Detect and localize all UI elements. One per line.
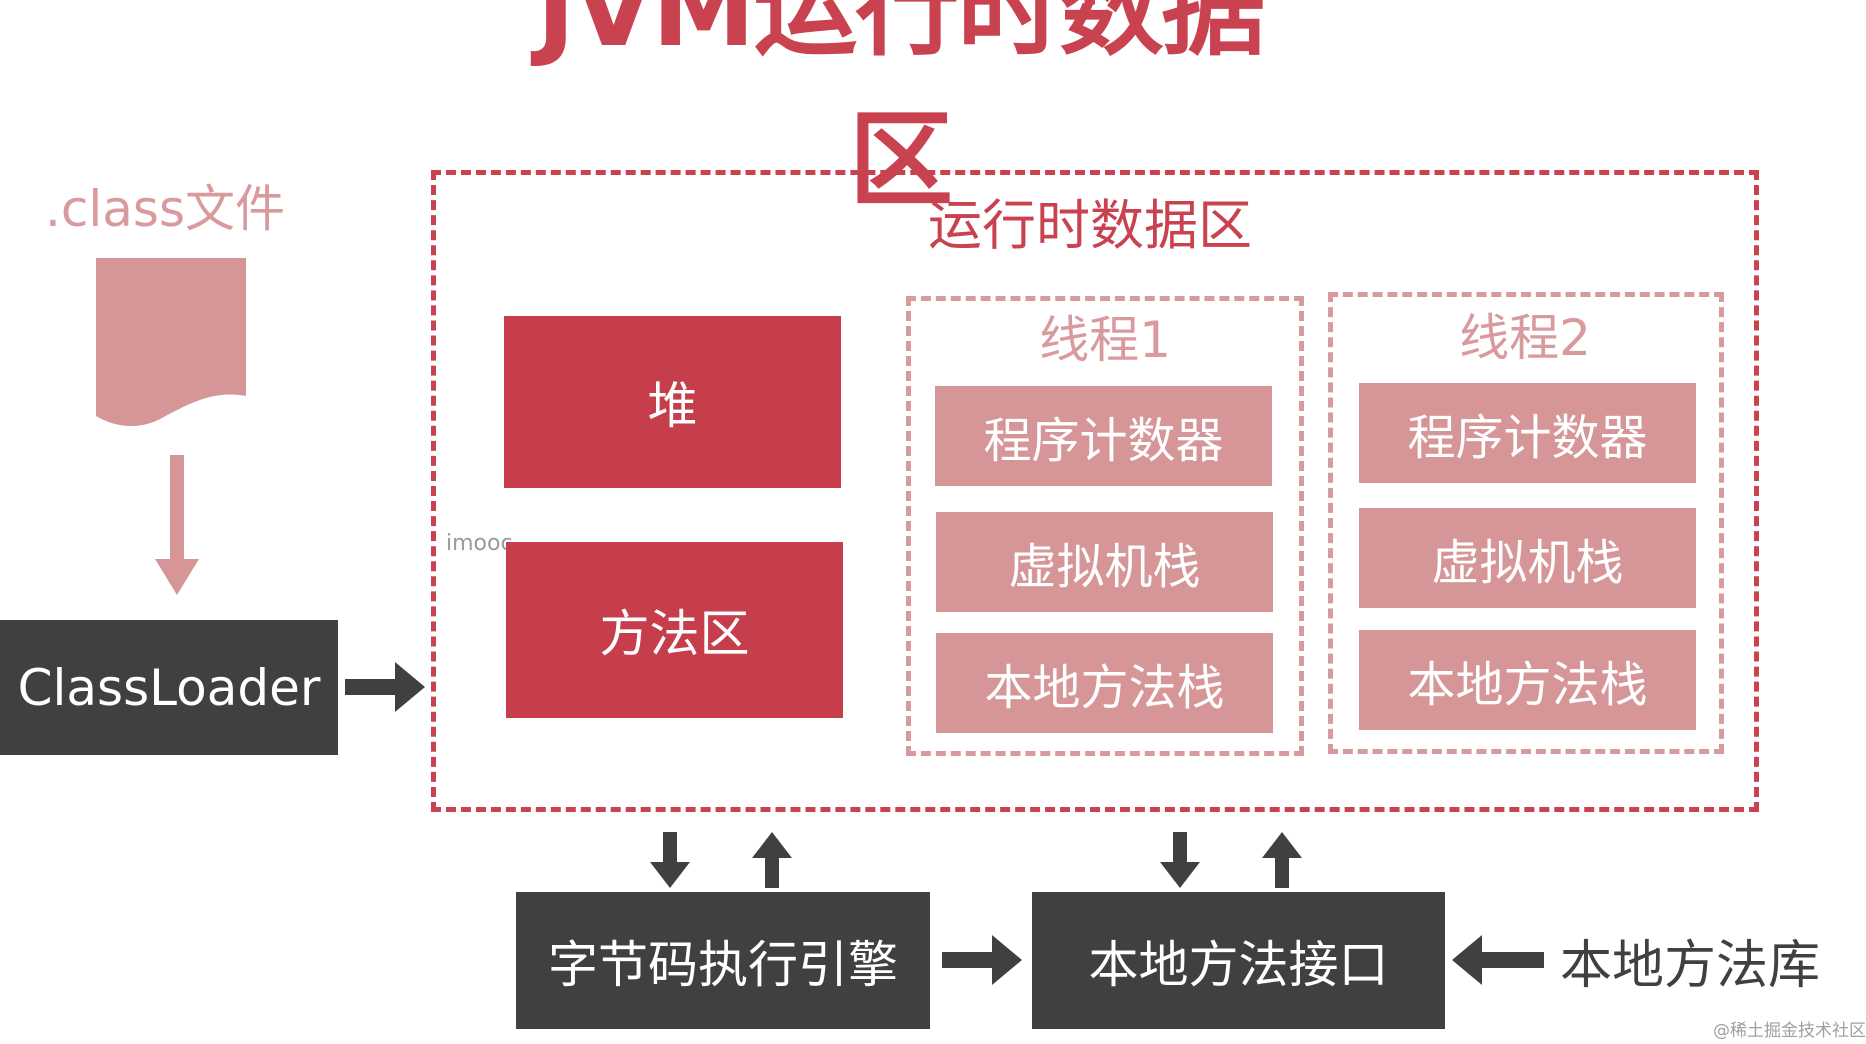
thread-1-vm-stack: 虚拟机栈 bbox=[936, 512, 1273, 612]
right-arrow-icon bbox=[345, 662, 425, 712]
execution-engine-box: 字节码执行引擎 bbox=[516, 892, 930, 1029]
thread-2-area bbox=[1328, 292, 1724, 754]
diagram-title: JVM运行时数据区 bbox=[536, 0, 1266, 221]
imooc-watermark: imooc bbox=[446, 530, 513, 556]
thread-2-native-method-stack: 本地方法栈 bbox=[1359, 630, 1696, 730]
native-interface-box: 本地方法接口 bbox=[1032, 892, 1445, 1029]
down-arrow-icon bbox=[650, 832, 690, 888]
thread-1-native-method-stack: 本地方法栈 bbox=[936, 633, 1273, 733]
method-area-box: 方法区 bbox=[506, 542, 843, 718]
up-arrow-icon bbox=[752, 832, 792, 888]
class-file-label: .class文件 bbox=[45, 180, 286, 238]
left-arrow-icon bbox=[1452, 935, 1544, 985]
runtime-data-area bbox=[431, 170, 1759, 812]
up-arrow-icon bbox=[1262, 832, 1302, 888]
down-arrow-icon bbox=[1160, 832, 1200, 888]
right-arrow-icon bbox=[942, 935, 1022, 985]
class-file-document-icon bbox=[96, 258, 246, 427]
thread-1-program-counter: 程序计数器 bbox=[935, 386, 1272, 486]
heap-box: 堆 bbox=[504, 316, 841, 488]
classloader-box: ClassLoader bbox=[0, 620, 338, 755]
thread-2-program-counter: 程序计数器 bbox=[1359, 383, 1696, 483]
thread-1-area bbox=[906, 296, 1304, 756]
thread-2-label: 线程2 bbox=[1459, 309, 1591, 367]
native-library-label: 本地方法库 bbox=[1560, 935, 1821, 996]
source-watermark: @稀土掘金技术社区 bbox=[1713, 1020, 1866, 1041]
runtime-data-area-label: 运行时数据区 bbox=[928, 193, 1252, 257]
down-arrow-icon bbox=[155, 455, 199, 595]
thread-2-vm-stack: 虚拟机栈 bbox=[1359, 508, 1696, 608]
thread-1-label: 线程1 bbox=[1039, 311, 1171, 369]
